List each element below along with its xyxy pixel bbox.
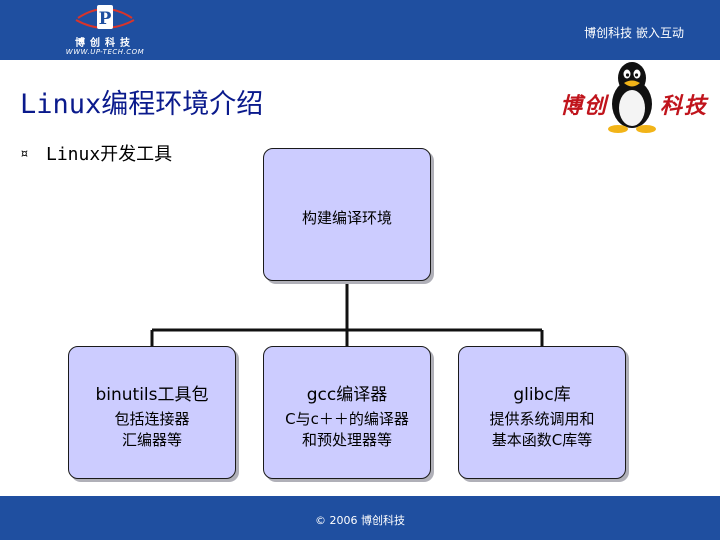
node-desc-line: 基本函数C库等: [491, 431, 593, 449]
logo-url: WWW.UP-TECH.COM: [65, 48, 145, 56]
brand-left-text: 博创: [560, 94, 609, 119]
node-desc-line: C与c＋＋的编译器: [285, 410, 409, 428]
diagram-root-node: 构建编译环境: [263, 148, 431, 281]
diagram-node-binutils: binutils工具包 包括连接器 汇编器等: [68, 346, 236, 479]
footer-copyright: © 2006 博创科技: [315, 514, 405, 527]
tux-penguin-icon: [608, 62, 656, 133]
diagram-node-gcc: gcc编译器 C与c＋＋的编译器 和预处理器等: [263, 346, 431, 479]
node-description: C与c＋＋的编译器 和预处理器等: [264, 409, 430, 451]
brand-mark: 博创 科技: [560, 58, 720, 138]
node-desc-line: 提供系统调用和: [489, 410, 595, 428]
node-desc-line: 汇编器等: [121, 431, 182, 449]
node-label: gcc编译器: [306, 385, 388, 405]
root-node-label: 构建编译环境: [301, 209, 392, 227]
node-description: 包括连接器 汇编器等: [69, 409, 235, 451]
logo-chinese-name: 博创科技: [75, 38, 135, 49]
bullet-icon: ¤: [20, 146, 29, 162]
company-logo: P 博创科技 WWW.UP-TECH.COM: [50, 2, 160, 58]
header-bar: P 博创科技 WWW.UP-TECH.COM 博创科技 嵌入互动: [0, 0, 720, 60]
diagram-node-glibc: glibc库 提供系统调用和 基本函数C库等: [458, 346, 626, 479]
node-desc-line: 包括连接器: [114, 410, 190, 428]
node-label: binutils工具包: [95, 385, 209, 405]
node-desc-line: 和预处理器等: [301, 431, 392, 449]
footer-bar: © 2006 博创科技: [0, 496, 720, 540]
svg-text:P: P: [99, 9, 112, 29]
bullet-item: ¤ Linux开发工具: [20, 140, 172, 166]
node-description: 提供系统调用和 基本函数C库等: [459, 409, 625, 451]
node-label: glibc库: [513, 385, 571, 405]
logo-emblem-icon: P: [75, 5, 135, 29]
slide-title: Linux编程环境介绍: [20, 89, 264, 120]
bullet-text: Linux开发工具: [46, 144, 173, 165]
header-slogan: 博创科技 嵌入互动: [584, 26, 684, 40]
brand-right-text: 科技: [660, 94, 709, 119]
